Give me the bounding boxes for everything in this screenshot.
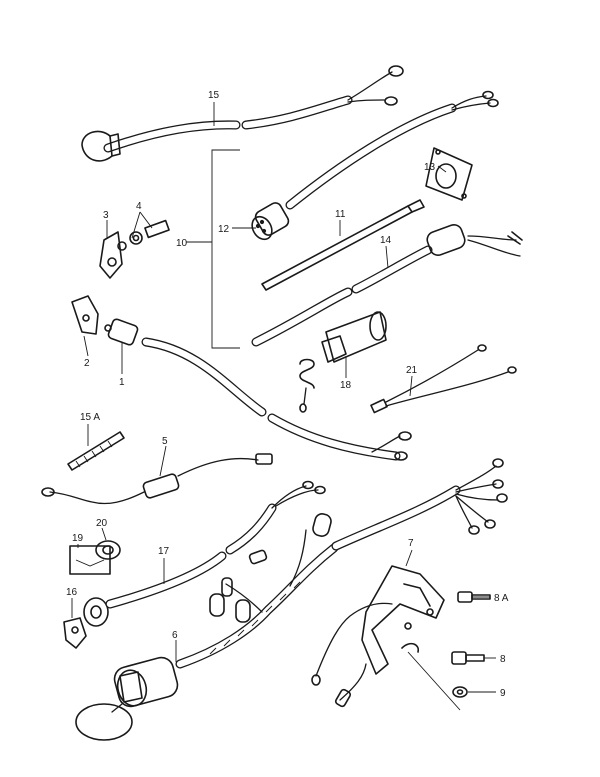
- part-7-bracket: [311, 565, 445, 708]
- part-5-fuse-holder: [41, 453, 273, 505]
- callout-13: 13: [424, 162, 436, 173]
- callout-18: 18: [340, 380, 352, 391]
- part-1-switch: [104, 318, 412, 461]
- part-9-washer: [452, 686, 468, 698]
- part-18-unit: [299, 311, 387, 413]
- part-19-label: [69, 545, 111, 575]
- callout-19: 19: [72, 533, 84, 544]
- part-2-plate: [71, 295, 99, 335]
- callout-17: 17: [158, 546, 170, 557]
- part-11-band: [261, 199, 425, 291]
- part-4-bolt-washer: [117, 219, 170, 251]
- part-17-wire-plug: [83, 480, 326, 627]
- callout-16: 16: [66, 587, 78, 598]
- callout-9: 9: [500, 688, 506, 699]
- callout-21: 21: [406, 365, 418, 376]
- part-6-main-harness: [75, 458, 508, 741]
- callout-4: 4: [136, 201, 142, 212]
- callout-7: 7: [408, 538, 414, 549]
- callout-6: 6: [172, 630, 178, 641]
- callout-3: 3: [103, 210, 109, 221]
- callout-8: 8: [500, 654, 506, 665]
- callout-labels: 15 3 4 10 12 13 11 14 2 1 18 21 15 A 5 2…: [66, 90, 509, 699]
- callout-15a: 15 A: [80, 412, 100, 423]
- callout-1: 1: [119, 377, 125, 388]
- part-21-lead: [370, 344, 517, 414]
- callout-11: 11: [335, 209, 346, 220]
- callout-2: 2: [84, 358, 90, 369]
- part-13-grommet: [425, 147, 473, 201]
- callout-10: 10: [176, 238, 188, 249]
- callout-12: 12: [218, 224, 230, 235]
- part-14-tube: [251, 224, 523, 347]
- leader-lines: [71, 102, 496, 711]
- callout-5: 5: [162, 436, 168, 447]
- callout-20: 20: [96, 518, 108, 529]
- callout-15: 15: [208, 90, 220, 101]
- part-10-bracket-line: [211, 149, 240, 349]
- part-15a-spring: [67, 431, 125, 471]
- part-16-clip: [63, 617, 87, 649]
- part-15-lead-wire: [81, 65, 404, 162]
- part-20-washer: [95, 540, 121, 560]
- callout-14: 14: [380, 235, 392, 246]
- part-12-harness: [251, 90, 499, 241]
- callout-8a: 8 A: [494, 593, 509, 604]
- part-8-bolt: [451, 651, 485, 665]
- part-3-bracket: [99, 231, 123, 279]
